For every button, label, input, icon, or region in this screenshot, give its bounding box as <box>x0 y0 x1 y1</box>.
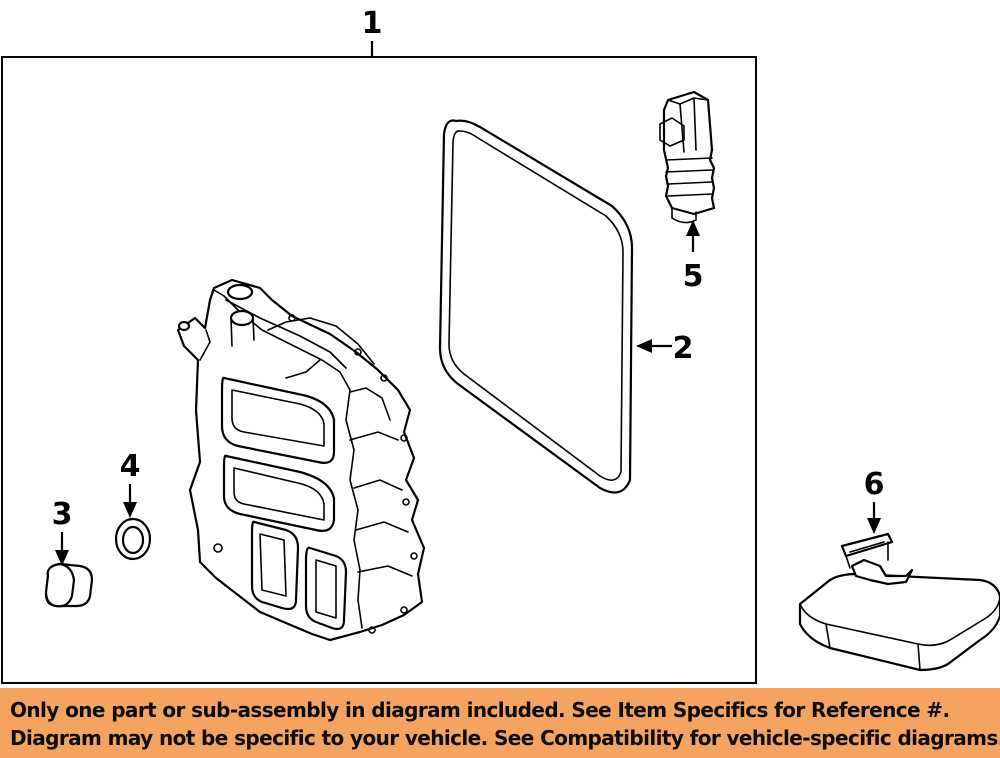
callout-1-label: 1 <box>362 6 383 41</box>
notice-line-2: Diagram may not be specific to your vehi… <box>10 726 1000 750</box>
callout-3-arrow <box>55 550 69 566</box>
assembly-frame <box>1 56 757 684</box>
valve-body-cover <box>176 278 426 642</box>
sensor <box>659 90 716 224</box>
filter <box>798 532 1000 672</box>
notice-banner: Only one part or sub-assembly in diagram… <box>0 688 1000 758</box>
callout-6-label: 6 <box>864 467 885 502</box>
callout-4-arrow <box>123 502 137 518</box>
callout-2-arrow <box>636 339 652 353</box>
callout-2-label: 2 <box>673 331 694 366</box>
parts-diagram: 1 <box>1 6 1000 684</box>
callout-5-arrow <box>686 220 700 236</box>
drain-plug <box>44 562 94 608</box>
gasket <box>438 119 634 494</box>
notice-line-1: Only one part or sub-assembly in diagram… <box>10 698 950 722</box>
callout-5-label: 5 <box>683 259 704 294</box>
callout-3-label: 3 <box>52 497 73 532</box>
seal-ring <box>114 517 152 561</box>
callout-6-arrow <box>867 518 881 534</box>
callout-4-label: 4 <box>120 449 141 484</box>
